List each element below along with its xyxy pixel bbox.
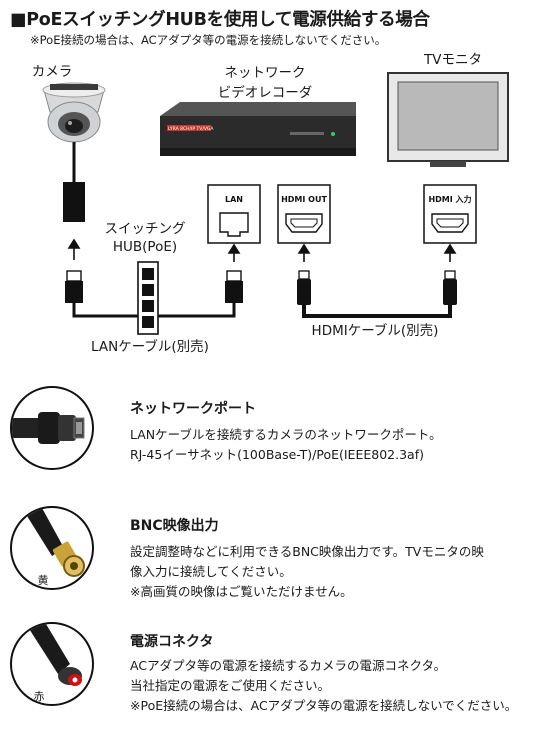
body-line: ACアダプタ等の電源を接続するカメラの電源コネクタ。 bbox=[130, 658, 447, 673]
poe-note: ※PoE接続の場合は、ACアダプタ等の電源を接続しないでください。 bbox=[30, 33, 387, 47]
hdmi-in-port-icon bbox=[423, 184, 477, 244]
recorder-badge-text: LYRA 8CH/IP TV/VGA bbox=[168, 126, 214, 132]
body-line: RJ-45イーサネット(100Base-T)/PoE(IEEE802.3af) bbox=[130, 447, 424, 462]
recorder-label-line2: ビデオレコーダ bbox=[217, 85, 313, 101]
camera-lan-connector-icon bbox=[63, 182, 85, 222]
hdmi-plug-icon bbox=[297, 270, 457, 305]
body-line: ※高画質の映像はご覧いただけません。 bbox=[130, 584, 353, 599]
body-line: 設定調整時などに利用できるBNC映像出力です。TVモニタの映 bbox=[130, 544, 484, 559]
power-connector-photo bbox=[10, 622, 94, 706]
page-title: ■PoEスイッチングHUBを使用して電源供給する場合 bbox=[10, 10, 430, 30]
section-body-power-connector: ACアダプタ等の電源を接続するカメラの電源コネクタ。 当社指定の電源をご使用くだ… bbox=[130, 656, 517, 716]
section-title-bnc-output: BNC映像出力 bbox=[130, 518, 219, 534]
power-color-tag: 赤 bbox=[33, 690, 45, 703]
switching-hub-icon bbox=[137, 261, 159, 335]
body-line: ※PoE接続の場合は、ACアダプタ等の電源を接続しないでください。 bbox=[130, 698, 518, 713]
svg-text:HDMI OUT: HDMI OUT bbox=[281, 195, 327, 204]
bnc-output-photo bbox=[10, 506, 94, 590]
tv-label: TVモニタ bbox=[424, 52, 482, 68]
svg-text:HDMI 入力: HDMI 入力 bbox=[428, 194, 471, 204]
hub-label-line1: スイッチング bbox=[104, 221, 186, 237]
recorder-label-line1: ネットワーク bbox=[224, 65, 306, 81]
lan-port-icon bbox=[207, 184, 261, 244]
arrow-up-icon bbox=[67, 238, 457, 262]
recorder-icon bbox=[160, 102, 356, 156]
bnc-color-tag: 黄 bbox=[37, 574, 49, 587]
body-line: 像入力に接続してください。 bbox=[130, 564, 292, 579]
hdmi-cable-label: HDMIケーブル(別売) bbox=[311, 323, 439, 339]
network-port-photo bbox=[10, 386, 94, 470]
section-title-power-connector: 電源コネクタ bbox=[130, 634, 214, 650]
camera-icon bbox=[42, 82, 106, 143]
section-title-network-port: ネットワークポート bbox=[130, 401, 256, 417]
lan-cable-label: LANケーブル(別売) bbox=[91, 339, 209, 355]
body-line: LANケーブルを接続するカメラのネットワークポート。 bbox=[130, 427, 442, 442]
tv-monitor-icon bbox=[387, 72, 509, 167]
body-line: 当社指定の電源をご使用ください。 bbox=[130, 678, 331, 693]
svg-text:LAN: LAN bbox=[225, 195, 243, 204]
section-body-bnc-output: 設定調整時などに利用できるBNC映像出力です。TVモニタの映 像入力に接続してく… bbox=[130, 542, 484, 602]
hub-label-line2: HUB(PoE) bbox=[112, 239, 178, 255]
connection-diagram: LYRA 8CH/IP TV/VGA LAN HDMI OUT HDMI 入力 bbox=[42, 72, 509, 335]
hdmi-out-port-icon bbox=[277, 184, 331, 244]
camera-label: カメラ bbox=[31, 64, 73, 80]
lan-plug-icon bbox=[65, 270, 243, 303]
section-body-network-port: LANケーブルを接続するカメラのネットワークポート。 RJ-45イーサネット(1… bbox=[130, 425, 442, 465]
